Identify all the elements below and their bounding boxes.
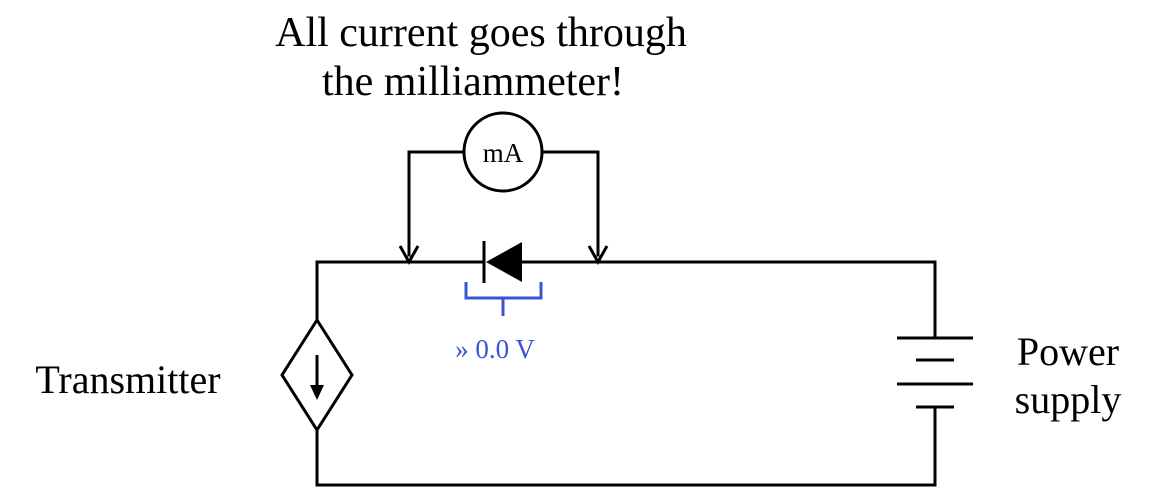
caption-line-2: the milliammeter! bbox=[322, 59, 624, 105]
battery-icon bbox=[897, 336, 973, 409]
voltage-bracket bbox=[464, 282, 543, 316]
arrow-left-icon bbox=[398, 245, 420, 266]
arrow-right-icon bbox=[587, 245, 609, 266]
power-supply-label-line-2: supply bbox=[1015, 377, 1122, 422]
caption-line-1: All current goes through bbox=[275, 10, 687, 56]
transmitter-label: Transmitter bbox=[35, 357, 220, 402]
meter-branch-wires bbox=[407, 150, 600, 257]
current-source-icon bbox=[280, 317, 354, 433]
milliammeter-icon bbox=[462, 111, 544, 193]
meter-label: mA bbox=[483, 138, 524, 168]
voltage-reading: » 0.0 V bbox=[455, 334, 535, 364]
circuit-wires bbox=[315, 260, 937, 487]
diode-icon bbox=[482, 241, 522, 283]
power-supply-label-line-1: Power bbox=[1017, 329, 1119, 374]
